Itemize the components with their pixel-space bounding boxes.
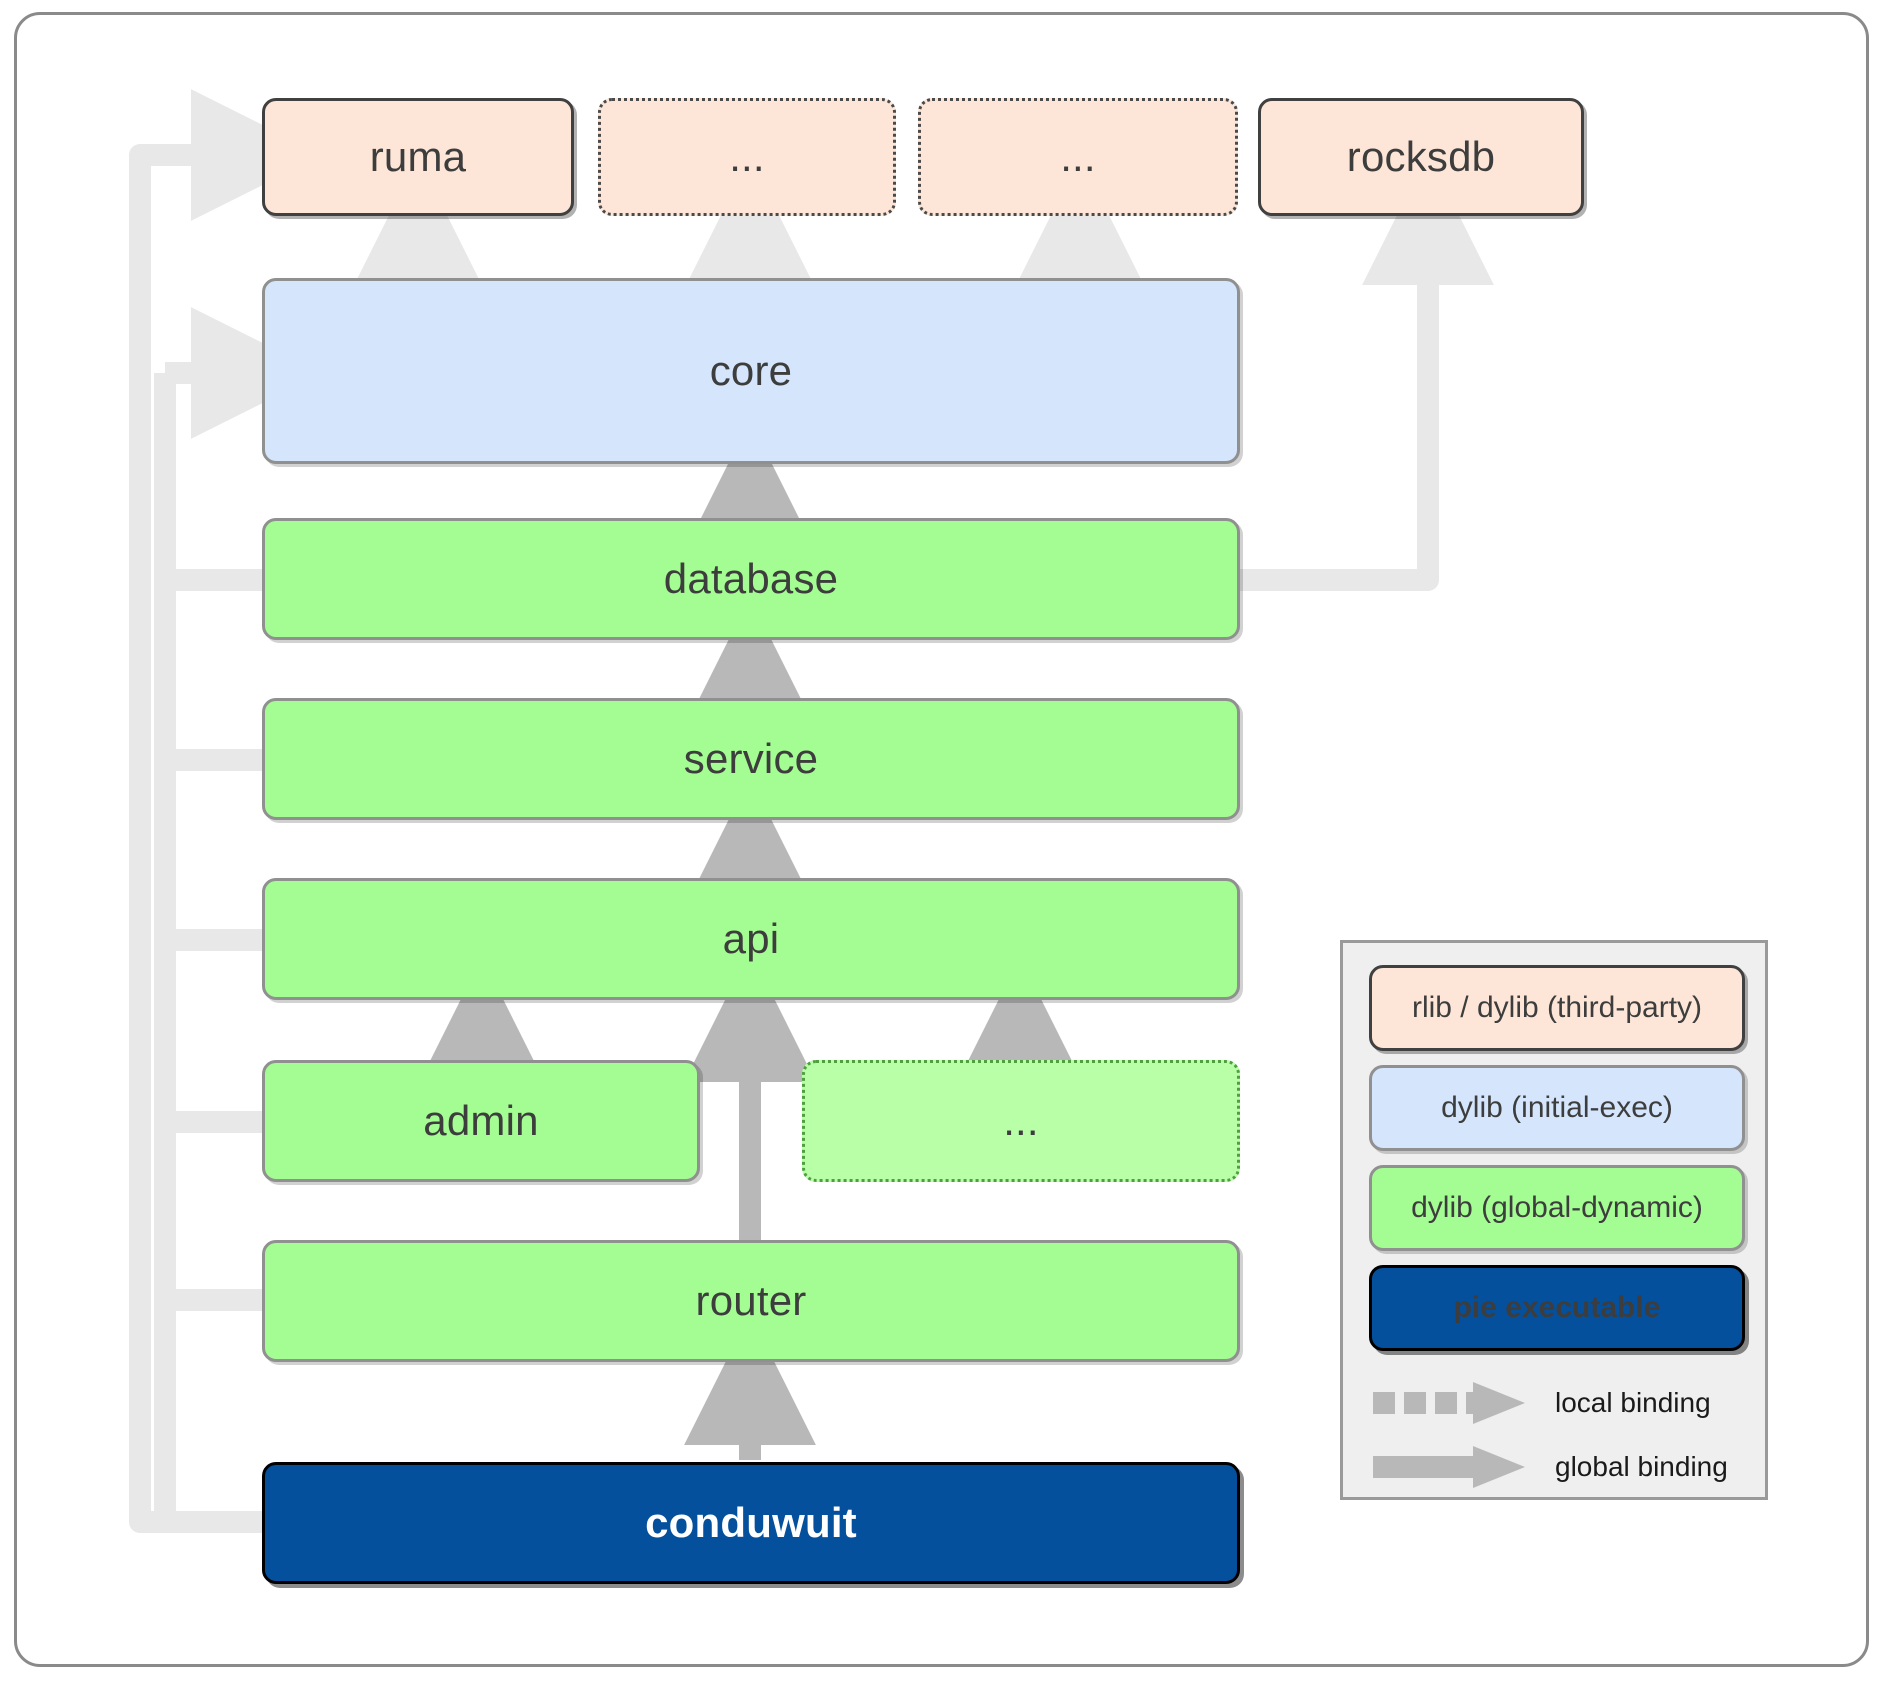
node-router[interactable]: router — [262, 1240, 1240, 1362]
node-api[interactable]: api — [262, 878, 1240, 1000]
node-ruma-label: ruma — [369, 133, 467, 180]
arrow-database-to-rocksdb — [1240, 153, 1494, 591]
node-core[interactable]: core — [262, 278, 1240, 464]
arrows-core-to-thirdparty — [352, 157, 1146, 290]
node-conduwuit-label: conduwuit — [645, 1499, 857, 1546]
legend-binding-local: local binding — [1369, 1373, 1749, 1433]
node-service[interactable]: service — [262, 698, 1240, 820]
legend-binding-local-label: local binding — [1555, 1387, 1711, 1418]
legend-swatch-global-dynamic-label: dylib (global-dynamic) — [1411, 1191, 1703, 1224]
legend-swatch-third-party: rlib / dylib (third-party) — [1369, 965, 1745, 1051]
node-ellipsis-top-2-label: ... — [1060, 133, 1096, 180]
node-admin-label: admin — [423, 1097, 539, 1144]
legend-swatch-global-dynamic: dylib (global-dynamic) — [1369, 1165, 1745, 1251]
legend-binding-global-label: global binding — [1555, 1451, 1728, 1482]
node-admin[interactable]: admin — [262, 1060, 700, 1182]
node-api-label: api — [722, 915, 780, 962]
node-ellipsis-top-2[interactable]: ... — [918, 98, 1238, 216]
node-service-label: service — [683, 735, 819, 782]
node-database-label: database — [663, 555, 839, 602]
node-conduwuit[interactable]: conduwuit — [262, 1462, 1240, 1584]
legend-panel: rlib / dylib (third-party) dylib (initia… — [1340, 940, 1768, 1500]
node-rocksdb-label: rocksdb — [1346, 133, 1496, 180]
node-ellipsis-top-1[interactable]: ... — [598, 98, 896, 216]
legend-swatch-pie-executable-label: pie executable — [1453, 1291, 1661, 1324]
solid-arrow-icon — [1369, 1442, 1529, 1492]
dashed-arrow-icon — [1369, 1378, 1529, 1428]
node-ellipsis-admin-label: ... — [1003, 1097, 1039, 1144]
node-core-label: core — [709, 347, 793, 394]
legend-swatch-pie-executable: pie executable — [1369, 1265, 1745, 1351]
node-database[interactable]: database — [262, 518, 1240, 640]
legend-swatch-third-party-label: rlib / dylib (third-party) — [1411, 991, 1703, 1024]
legend-swatch-initial-exec-label: dylib (initial-exec) — [1441, 1091, 1673, 1124]
node-ellipsis-top-1-label: ... — [729, 133, 765, 180]
legend-binding-global: global binding — [1369, 1437, 1749, 1497]
legend-swatch-initial-exec: dylib (initial-exec) — [1369, 1065, 1745, 1151]
node-ruma[interactable]: ruma — [262, 98, 574, 216]
node-rocksdb[interactable]: rocksdb — [1258, 98, 1584, 216]
rail-inner-stack — [154, 307, 323, 1533]
node-router-label: router — [695, 1277, 807, 1324]
node-ellipsis-admin[interactable]: ... — [802, 1060, 1240, 1182]
arrows-vertical-stack — [422, 419, 1080, 1245]
